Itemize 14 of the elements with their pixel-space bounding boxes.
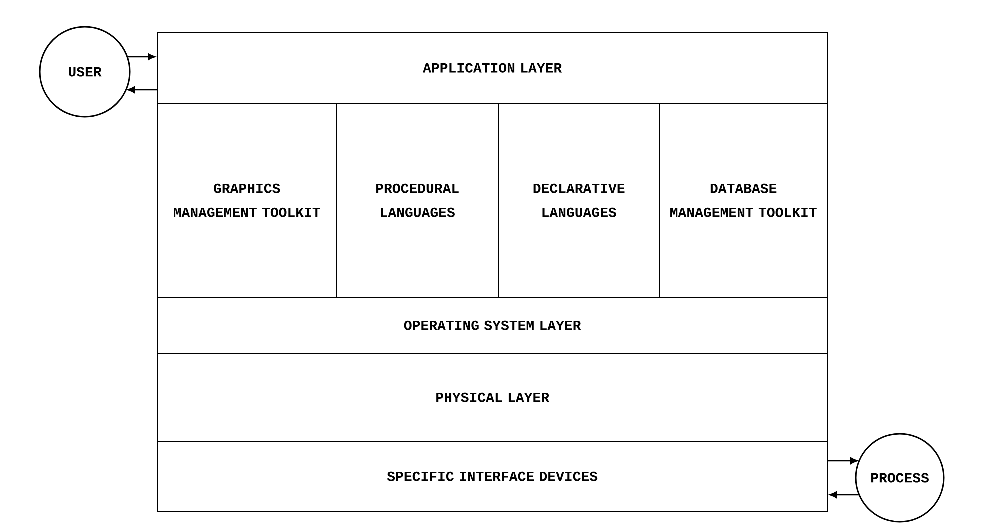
component-box: GRAPHICS MANAGEMENT TOOLKIT bbox=[157, 103, 338, 298]
arrow bbox=[830, 492, 860, 498]
circle-node: PROCESS bbox=[855, 433, 945, 523]
arrow bbox=[128, 86, 157, 94]
arrow bbox=[828, 458, 858, 464]
layer-box: OPERATING SYSTEM LAYER bbox=[157, 297, 828, 354]
component-box: DATABASE MANAGEMENT TOOLKIT bbox=[659, 103, 828, 298]
layer-box: SPECIFIC INTERFACE DEVICES bbox=[157, 441, 828, 512]
component-box: PROCEDURAL LANGUAGES bbox=[336, 103, 500, 298]
layer-box: PHYSICAL LAYER bbox=[157, 353, 828, 442]
circle-node: USER bbox=[39, 26, 131, 118]
layer-box: APPLICATION LAYER bbox=[157, 32, 828, 104]
component-box: DECLARATIVE LANGUAGES bbox=[498, 103, 660, 298]
arrow bbox=[127, 54, 156, 60]
